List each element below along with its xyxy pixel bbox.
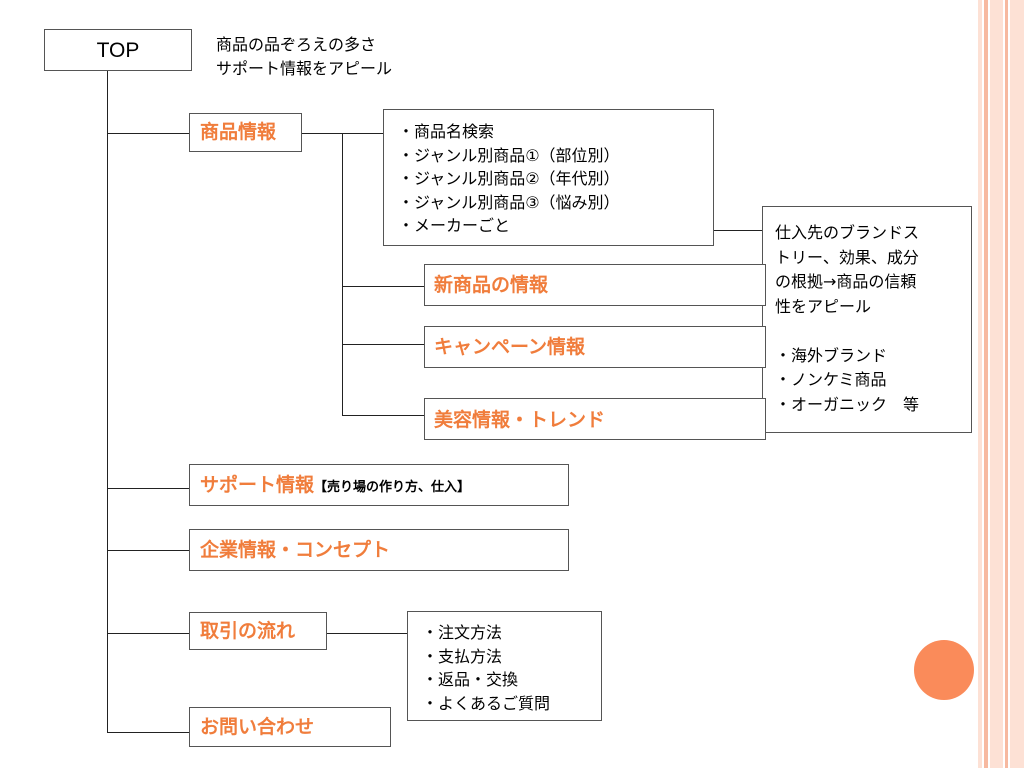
maker-note-text: 仕入先のブランドス トリー、効果、成分 の根拠→商品の信頼 性をアピール ・海外… (775, 221, 919, 417)
stripe-5 (1010, 0, 1024, 768)
branch-new (342, 286, 424, 287)
new-products-label: 新商品の情報 (434, 274, 549, 296)
list-item[interactable]: ・ジャンル別商品①（部位別） (398, 145, 620, 165)
support-label: サポート情報 (200, 474, 315, 496)
note-line: ・オーガニック 等 (775, 394, 920, 414)
trade-items-box: ・注文方法 ・支払方法 ・返品・交換 ・よくあるご質問 (407, 611, 602, 721)
top-box[interactable]: TOP (44, 29, 192, 71)
list-item[interactable]: ・ジャンル別商品②（年代別） (398, 169, 620, 188)
top-note: 商品の品ぞろえの多さ サポート情報をアピール (216, 33, 392, 80)
stripe-2 (984, 0, 988, 768)
branch-support (107, 488, 189, 489)
product-out-line (302, 133, 384, 134)
list-item[interactable]: ・ジャンル別商品③（悩み別） (398, 192, 620, 212)
list-item[interactable]: ・商品名検索 (398, 122, 495, 141)
top-note-line: サポート情報をアピール (216, 58, 393, 78)
company-box[interactable]: 企業情報・コンセプト (189, 529, 569, 571)
list-item[interactable]: ・よくあるご質問 (422, 693, 551, 713)
note-line: 性をアピール (775, 296, 872, 316)
campaign-label: キャンペーン情報 (434, 336, 586, 358)
stripe-4 (1005, 0, 1008, 768)
note-line: 仕入先のブランドス (775, 223, 920, 242)
note-line: ・ノンケミ商品 (775, 370, 887, 389)
contact-box[interactable]: お問い合わせ (189, 707, 391, 747)
stripe-1 (978, 0, 982, 768)
list-item[interactable]: ・返品・交換 (422, 670, 519, 689)
list-item[interactable]: ・支払方法 (422, 646, 503, 666)
product-label: 商品情報 (200, 121, 277, 143)
branch-company (107, 550, 189, 551)
maker-note-box: 仕入先のブランドス トリー、効果、成分 の根拠→商品の信頼 性をアピール ・海外… (762, 206, 972, 433)
support-box[interactable]: サポート情報【売り場の作り方、仕入】 (189, 464, 569, 506)
beauty-trend-label: 美容情報・トレンド (434, 409, 606, 431)
note-line: トリー、効果、成分 (775, 247, 919, 267)
product-sub-trunk (342, 133, 343, 415)
trade-out-line (327, 633, 407, 634)
company-label: 企業情報・コンセプト (200, 539, 391, 561)
list-item[interactable]: ・メーカーごと (398, 216, 511, 235)
note-line: ・海外ブランド (775, 345, 888, 365)
support-label-group: サポート情報【売り場の作り方、仕入】 (200, 476, 470, 495)
trade-label: 取引の流れ (200, 620, 296, 642)
orange-circle (914, 640, 974, 700)
branch-product (107, 133, 189, 134)
product-items: ・商品名検索 ・ジャンル別商品①（部位別） ・ジャンル別商品②（年代別） ・ジャ… (398, 120, 620, 238)
list-item[interactable]: ・注文方法 (422, 623, 503, 642)
support-suffix: 【売り場の作り方、仕入】 (314, 480, 471, 495)
top-label: TOP (96, 39, 140, 62)
note-line (775, 319, 919, 344)
product-box[interactable]: 商品情報 (189, 113, 302, 152)
trunk-line (107, 70, 108, 732)
top-note-line: 商品の品ぞろえの多さ (216, 35, 377, 54)
branch-beauty (342, 415, 424, 416)
product-items-box: ・商品名検索 ・ジャンル別商品①（部位別） ・ジャンル別商品②（年代別） ・ジャ… (383, 109, 714, 246)
beauty-trend-box[interactable]: 美容情報・トレンド (424, 398, 766, 440)
trade-items: ・注文方法 ・支払方法 ・返品・交換 ・よくあるご質問 (422, 621, 550, 715)
campaign-box[interactable]: キャンペーン情報 (424, 326, 766, 368)
contact-label: お問い合わせ (200, 716, 315, 738)
branch-campaign (342, 344, 424, 345)
trade-box[interactable]: 取引の流れ (189, 612, 327, 650)
stripe-3 (990, 0, 1003, 768)
branch-contact (107, 732, 189, 733)
branch-trade (107, 633, 189, 634)
note-line: の根拠→商品の信頼 (775, 272, 917, 291)
new-products-box[interactable]: 新商品の情報 (424, 264, 766, 306)
